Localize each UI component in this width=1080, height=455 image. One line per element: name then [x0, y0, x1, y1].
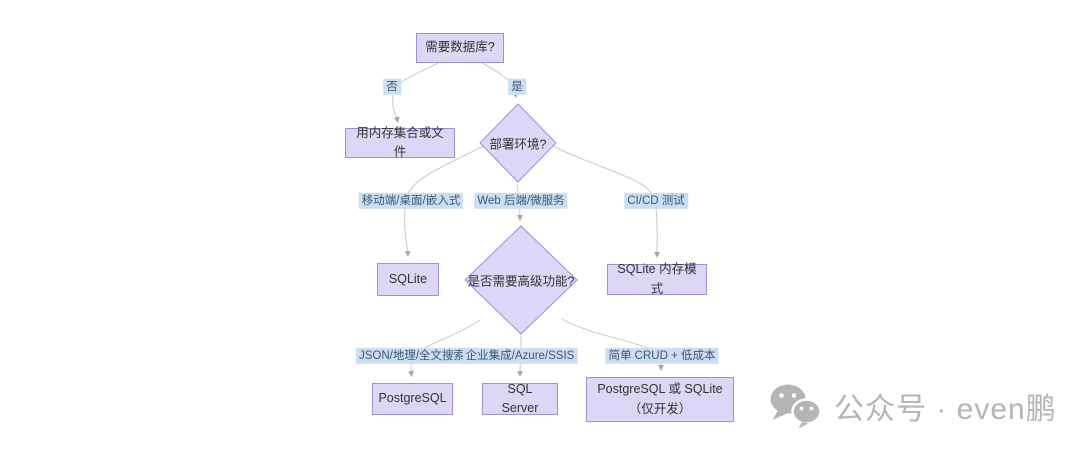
node-need-db: 需要数据库?	[416, 33, 504, 63]
watermark-text: 公众号 · even鹏	[834, 393, 1057, 426]
edge-no	[392, 62, 439, 123]
edge-label-web: Web 后端/微服务	[474, 192, 568, 210]
watermark: 公众号 · even鹏	[768, 382, 1057, 430]
advanced-features-diamond	[464, 225, 578, 335]
node-sqlite-memory-mode: SQLite 内存模式	[607, 262, 707, 296]
node-memory-file: 用内存集合或文件	[345, 126, 455, 159]
edge-label-no: 否	[383, 78, 401, 96]
edge-label-enterprise: 企业集成/Azure/SSIS	[462, 347, 578, 365]
node-pg-or-sqlite: PostgreSQL 或 SQLite（仅开发）	[586, 377, 734, 422]
edge-label-cicd: CI/CD 测试	[624, 192, 688, 210]
advanced-features-label: 是否需要高级功能?	[467, 274, 575, 289]
edge-label-json-geo: JSON/地理/全文搜索	[355, 347, 469, 365]
node-postgresql: PostgreSQL	[372, 383, 453, 415]
edge-label-simple-crud: 简单 CRUD + 低成本	[605, 347, 719, 365]
edge-label-yes: 是	[508, 78, 526, 96]
edge-label-mobile: 移动端/桌面/嵌入式	[358, 192, 464, 210]
deploy-env-label: 部署环境?	[489, 137, 547, 152]
deploy-env-diamond	[479, 103, 557, 183]
node-sqlite: SQLite	[377, 263, 439, 296]
node-sql-server: SQL Server	[482, 382, 558, 415]
wechat-icon	[770, 384, 822, 429]
